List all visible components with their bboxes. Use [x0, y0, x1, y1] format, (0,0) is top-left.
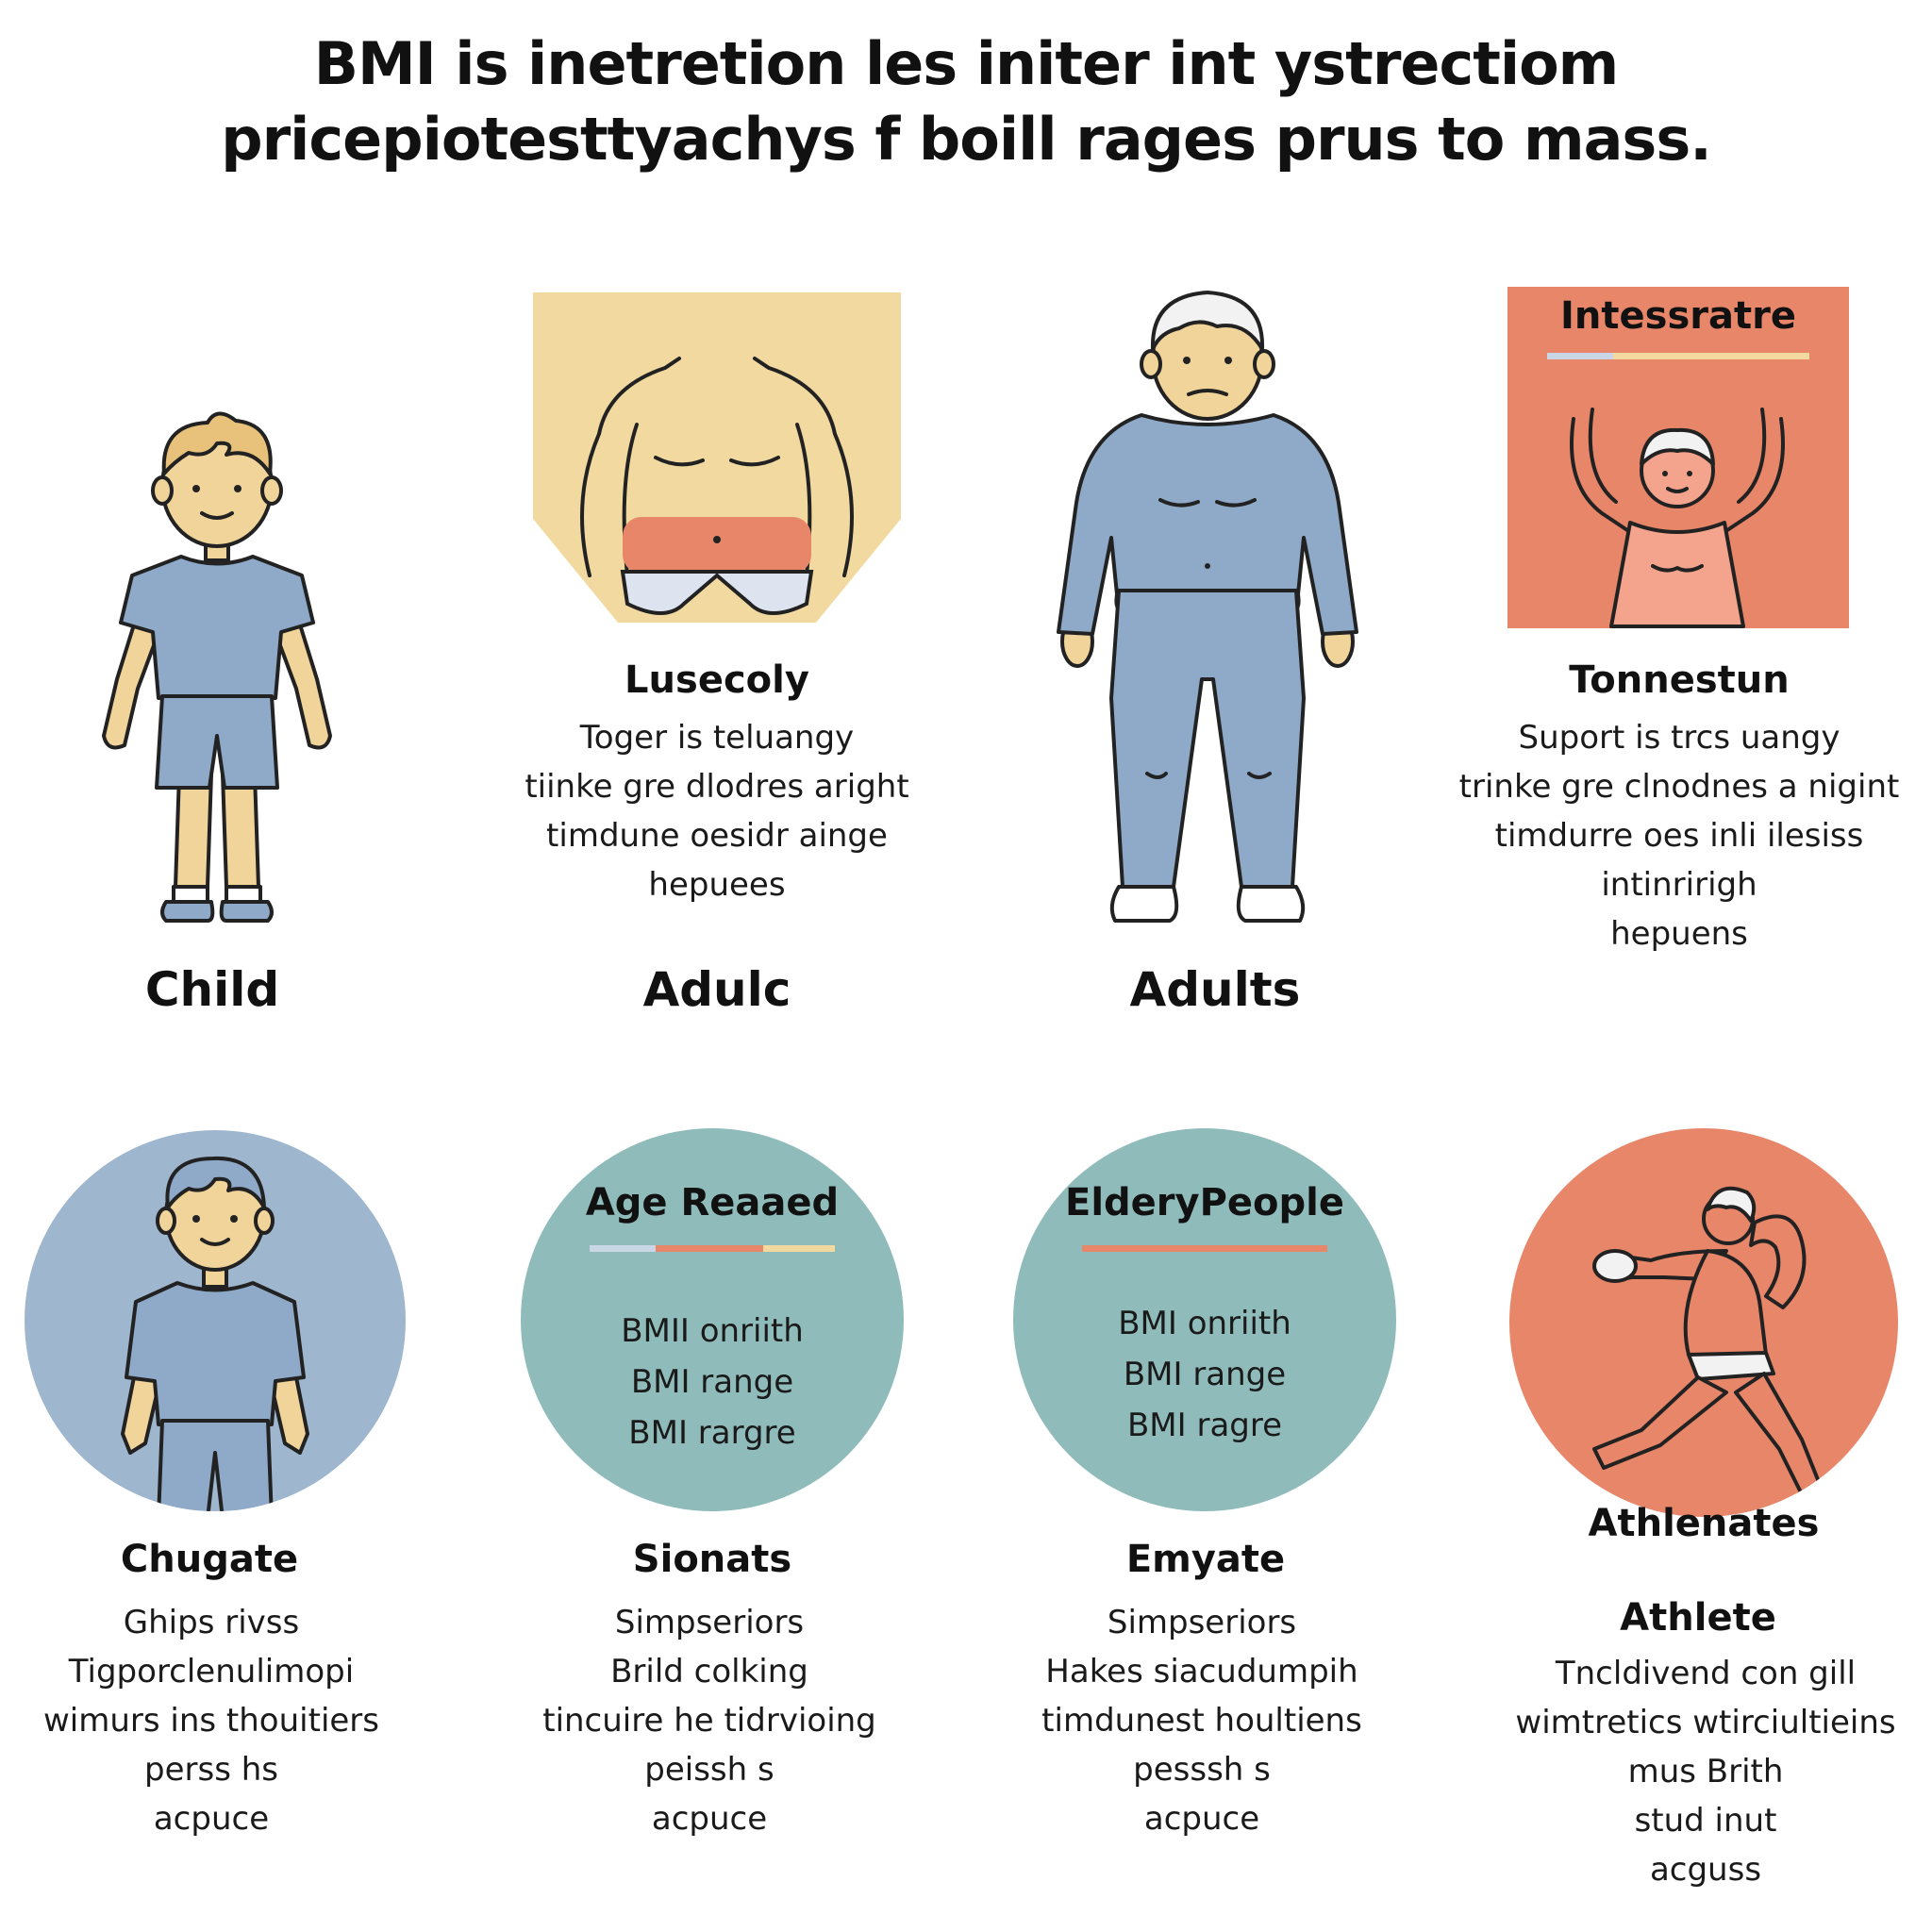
card-title-underline: [1547, 353, 1809, 359]
card-description-line: timdurre oes inli ilesiss: [1494, 817, 1864, 855]
card-description-line: intinririgh: [1601, 866, 1757, 904]
label-adulc: Adulc: [642, 962, 791, 1017]
description-line: tincuire he tidrvioing: [542, 1702, 876, 1740]
description-line: peissh s: [644, 1751, 774, 1789]
circle-text: BMI onriith BMI range BMI ragre: [1118, 1298, 1291, 1451]
circle-line: BMI range: [1123, 1356, 1287, 1393]
page-title: BMI is inetretion les initer int ystrect…: [0, 26, 1932, 177]
title-line-1: BMI is inetretion les initer int ystrect…: [313, 29, 1620, 98]
bottom-description-1: Ghips rivss Tigporclenulimopi wimurs ins…: [43, 1598, 379, 1843]
description-line: perss hs: [144, 1751, 278, 1789]
description-line: Brild colking: [610, 1653, 808, 1690]
adult-description-line: timdune oesidr ainge: [546, 817, 888, 855]
description-line: Simpseriors: [614, 1604, 805, 1641]
circle-heading-underline: [590, 1245, 835, 1252]
bottom-heading-3: Emyate: [1125, 1538, 1286, 1581]
adult-heading: Lusecoly: [625, 658, 809, 702]
bottom-heading-1: Chugate: [120, 1538, 299, 1581]
flexing-figure-illustration: [1570, 408, 1785, 628]
description-line: Tncldivend con gill: [1555, 1655, 1857, 1692]
older-adult-figure-illustration: [1057, 291, 1358, 923]
card-description-line: trinke gre clnodnes a nigint: [1458, 768, 1900, 806]
bottom-description-4: Tncldivend con gill wimtretics wtirciult…: [1515, 1649, 1895, 1894]
adult-description-line: hepuees: [648, 866, 786, 904]
description-line: acpuce: [651, 1800, 768, 1838]
bottom-description-2: Simpseriors Brild colking tincuire he ti…: [542, 1598, 876, 1843]
card-title: Intessratre: [1560, 294, 1796, 338]
description-line: pesssh s: [1133, 1751, 1271, 1789]
description-line: wimtretics wtirciultieins: [1515, 1704, 1896, 1741]
bottom-heading-4: Athlete: [1620, 1596, 1776, 1640]
athlenates-label: Athlenates: [1588, 1502, 1820, 1545]
circle-heading: ElderyPeople: [1065, 1181, 1344, 1224]
bottom-description-3: Simpseriors Hakes siacudumpih timdunest …: [1041, 1598, 1362, 1843]
circle-age-reaaed: Age Reaaed BMII onriith BMI range BMI ra…: [521, 1128, 904, 1511]
description-line: Tigporclenulimopi: [68, 1653, 355, 1690]
athlete-pose-illustration: [1592, 1186, 1823, 1496]
circle-heading: Age Reaaed: [585, 1181, 840, 1224]
card-description-line: hepuens: [1610, 915, 1748, 953]
description-line: acpuce: [1143, 1800, 1260, 1838]
adult-description-line: tiinke gre dlodres aright: [525, 768, 909, 806]
circle-athlete: [1509, 1128, 1898, 1517]
circle-line: BMI onriith: [1118, 1305, 1291, 1342]
child-in-circle-illustration: [121, 1156, 309, 1511]
circle-eldery-people: ElderyPeople BMI onriith BMI range BMI r…: [1013, 1128, 1396, 1511]
bottom-heading-2: Sionats: [632, 1538, 792, 1581]
adult-description: Toger is teluangy tiinke gre dlodres ari…: [525, 713, 908, 909]
circle-text: BMII onriith BMI range BMI rargre: [621, 1306, 804, 1458]
circle-line: BMI ragre: [1126, 1407, 1283, 1444]
card-description: Suport is trcs uangy trinke gre clnodnes…: [1459, 713, 1900, 958]
label-adults: Adults: [1129, 962, 1301, 1017]
athlete-card: Intessratre: [1507, 287, 1849, 628]
description-line: mus Brith: [1627, 1753, 1784, 1790]
adult-torso-illustration: [533, 292, 901, 623]
label-child: Child: [144, 962, 280, 1017]
description-line: acpuce: [153, 1800, 270, 1838]
description-line: acguss: [1649, 1851, 1762, 1889]
circle-line: BMII onriith: [621, 1312, 804, 1350]
circle-line: BMI range: [630, 1363, 794, 1401]
circle-heading-underline: [1082, 1245, 1327, 1252]
description-line: Hakes siacudumpih: [1045, 1653, 1358, 1690]
description-line: timdunest houltiens: [1041, 1702, 1362, 1740]
card-description-line: Suport is trcs uangy: [1518, 719, 1840, 757]
title-line-2: pricepiotesttyachys f boill rages prus t…: [221, 105, 1712, 174]
description-line: Simpseriors: [1107, 1604, 1297, 1641]
description-line: stud inut: [1634, 1802, 1777, 1840]
adult-description-line: Toger is teluangy: [579, 719, 855, 757]
circle-line: BMI rargre: [628, 1414, 796, 1452]
child-figure-illustration: [102, 411, 332, 923]
description-line: Ghips rivss: [123, 1604, 300, 1641]
description-line: wimurs ins thouitiers: [42, 1702, 380, 1740]
card-heading: Tonnestun: [1569, 658, 1790, 702]
circle-child: [25, 1130, 406, 1511]
